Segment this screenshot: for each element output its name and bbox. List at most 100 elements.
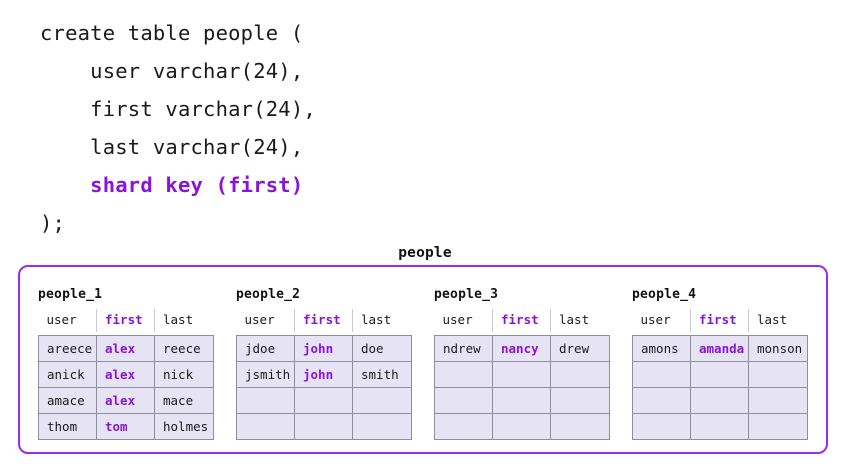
cell-last [748,360,808,388]
column-header-first: first [96,309,155,332]
cell-first: amanda [690,334,749,362]
cell-first [690,412,749,440]
cell-user [434,386,493,414]
cell-user: thom [38,412,97,440]
sql-code-block: create table people ( user varchar(24), … [40,14,316,242]
cell-user [236,386,295,414]
cell-first: john [294,334,353,362]
column-header-last: last [550,309,610,332]
cell-user: jsmith [236,360,295,388]
table-row [434,360,610,388]
column-header-last: last [154,309,214,332]
shard-container-outline [18,265,828,454]
header-body-spacer [236,332,412,335]
cell-first: alex [96,360,155,388]
shard-label: people_3 [434,287,499,302]
cell-first [492,386,551,414]
cell-last [352,386,412,414]
cell-user: amons [632,334,691,362]
cell-last [550,360,610,388]
sql-line-6: ); [40,211,66,235]
cell-user: amace [38,386,97,414]
shard-label: people_4 [632,287,697,302]
cell-user: anick [38,360,97,388]
cell-user: ndrew [434,334,493,362]
cell-last: holmes [154,412,214,440]
cell-user: areece [38,334,97,362]
logical-table-caption: people [398,245,452,261]
header-body-spacer [38,332,214,335]
cell-last [748,412,808,440]
cell-first [492,360,551,388]
column-header-user: user [38,309,97,332]
cell-user [632,412,691,440]
column-header-user: user [632,309,691,332]
table-row [434,412,610,440]
table-row [632,412,808,440]
cell-first: tom [96,412,155,440]
cell-last [550,412,610,440]
cell-first: nancy [492,334,551,362]
shard-label: people_1 [38,287,103,302]
column-header-first: first [690,309,749,332]
cell-last: doe [352,334,412,362]
cell-last [748,386,808,414]
cell-first: alex [96,334,155,362]
shard-label: people_2 [236,287,301,302]
cell-last: drew [550,334,610,362]
column-header-first: first [492,309,551,332]
cell-first: alex [96,386,155,414]
cell-first [492,412,551,440]
cell-user [632,360,691,388]
cell-first: john [294,360,353,388]
cell-last: monson [748,334,808,362]
cell-first [690,360,749,388]
header-body-spacer [632,332,808,335]
cell-user [632,386,691,414]
sql-line-4: last varchar(24), [40,135,304,159]
cell-last: nick [154,360,214,388]
cell-last [550,386,610,414]
column-header-user: user [236,309,295,332]
column-header-first: first [294,309,353,332]
cell-user [434,412,493,440]
cell-user [434,360,493,388]
cell-first [294,386,353,414]
column-header-last: last [352,309,412,332]
cell-last: reece [154,334,214,362]
cell-first [294,412,353,440]
cell-last [352,412,412,440]
table-row [236,412,412,440]
column-header-last: last [748,309,808,332]
column-header-user: user [434,309,493,332]
table-row [434,386,610,414]
table-row [632,360,808,388]
table-row [236,386,412,414]
table-row [632,386,808,414]
cell-user [236,412,295,440]
sql-line-1: create table people ( [40,21,304,45]
cell-user: jdoe [236,334,295,362]
sql-line-2: user varchar(24), [40,59,304,83]
cell-last: mace [154,386,214,414]
cell-first [690,386,749,414]
cell-last: smith [352,360,412,388]
